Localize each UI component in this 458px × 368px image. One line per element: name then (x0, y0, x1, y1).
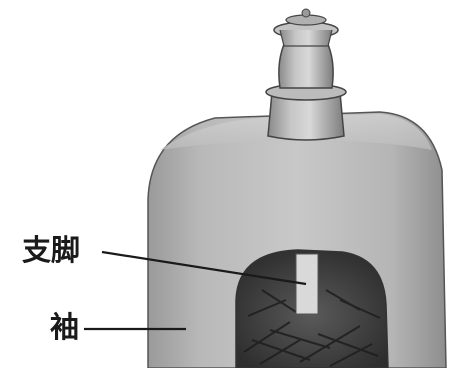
pot (266, 9, 346, 140)
sleeve-label: 袖 (50, 313, 79, 342)
support-label: 支脚 (22, 236, 80, 265)
